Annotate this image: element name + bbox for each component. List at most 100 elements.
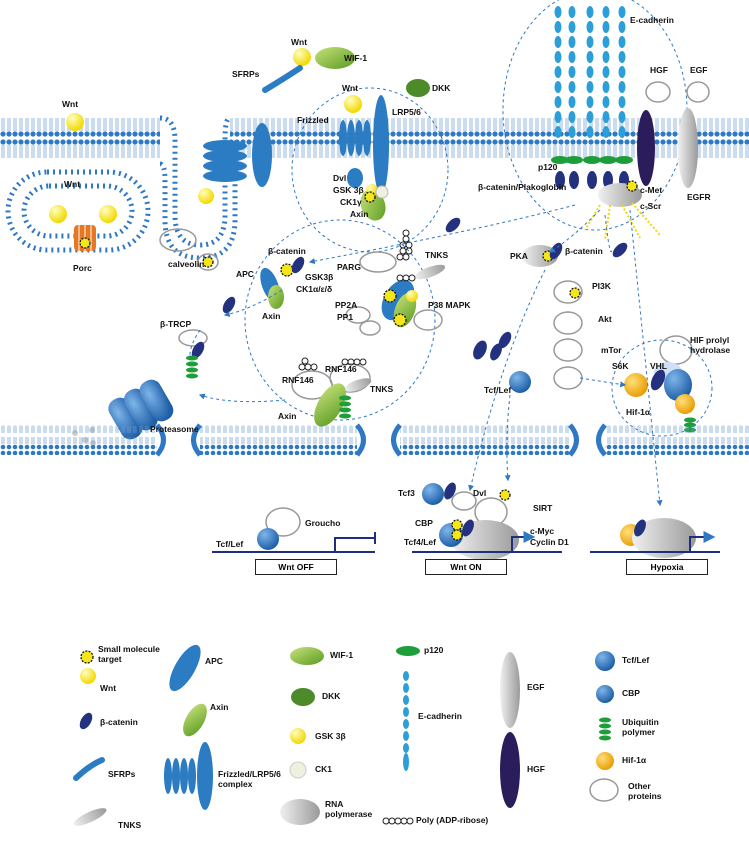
label-btrcp: β-TRCP bbox=[160, 319, 192, 329]
legend-ck1: CK1 bbox=[315, 764, 333, 774]
label-rnf146-a: RNF146 bbox=[282, 375, 314, 385]
label-axin-frz: Axin bbox=[350, 209, 369, 219]
hif1a-icon bbox=[596, 752, 614, 770]
label-mtor: mTor bbox=[601, 345, 622, 355]
label-wnt-vesicle: Wnt bbox=[64, 179, 81, 189]
porc-icon bbox=[74, 225, 96, 251]
e-cadherin-segment bbox=[568, 51, 576, 63]
e-cadherin-complex bbox=[551, 6, 633, 189]
label-hif-prolyl: HIF prolyl hydrolase bbox=[690, 335, 731, 355]
e-cadherin-segment bbox=[586, 21, 594, 33]
e-cadherin-segment bbox=[602, 36, 610, 48]
label-dvl-nuc: Dvl bbox=[473, 488, 487, 498]
legend-gsk3b: GSK 3β bbox=[315, 731, 346, 741]
e-cadherin-segment bbox=[602, 126, 610, 138]
p120-protein bbox=[551, 156, 569, 164]
nuclear-membrane bbox=[0, 423, 749, 457]
label-groucho: Groucho bbox=[305, 518, 341, 528]
e-cadherin-segment bbox=[568, 21, 576, 33]
caveolin-frizzled-complex bbox=[159, 123, 272, 271]
label-p38: P38 MAPK bbox=[428, 300, 471, 310]
sfrps-icon bbox=[262, 65, 303, 93]
e-cadherin-segment bbox=[568, 111, 576, 123]
label-cmyc: c-Myc bbox=[530, 526, 555, 536]
e-cadherin-segment bbox=[586, 111, 594, 123]
e-cadherin-segment bbox=[602, 6, 610, 18]
label-ck1aed: CK1α/ε/δ bbox=[296, 284, 333, 294]
label-cmet: c-Met bbox=[640, 185, 663, 195]
label-vhl: VHL bbox=[650, 361, 667, 371]
beta-catenin-protein bbox=[569, 171, 579, 189]
other-protein bbox=[159, 228, 197, 252]
legend-ubiquitin: Ubiquitin polymer bbox=[622, 717, 659, 737]
wnt-icon bbox=[99, 205, 117, 223]
e-cadherin-segment bbox=[602, 81, 610, 93]
hypoxia-box: Hypoxia bbox=[626, 559, 708, 575]
legend-tnks: TNKS bbox=[118, 820, 142, 830]
label-tcf4lef: Tcf4/Lef bbox=[404, 537, 436, 547]
label-s6k: S6K bbox=[612, 361, 629, 371]
e-cadherin-segment bbox=[618, 96, 626, 108]
e-cadherin-segment bbox=[568, 36, 576, 48]
axin-icon bbox=[183, 703, 207, 737]
e-cadherin-segment bbox=[568, 66, 576, 78]
e-cadherin-segment bbox=[602, 96, 610, 108]
legend-hif1a: Hif-1α bbox=[622, 755, 647, 765]
e-cadherin-segment bbox=[602, 51, 610, 63]
wnt-off-box: Wnt OFF bbox=[255, 559, 337, 575]
tnks-icon bbox=[73, 808, 107, 826]
label-axin-low: Axin bbox=[278, 411, 297, 421]
label-sfrps-top: SFRPs bbox=[232, 69, 260, 79]
e-cadherin-segment bbox=[568, 96, 576, 108]
label-akt: Akt bbox=[598, 314, 612, 324]
other-proteins-icon bbox=[589, 778, 619, 802]
label-ecadherin: E-cadherin bbox=[630, 15, 674, 25]
dkk-icon bbox=[291, 688, 315, 706]
e-cadherin-segment bbox=[568, 126, 576, 138]
e-cadherin-segment bbox=[554, 96, 562, 108]
label-wnt-frz: Wnt bbox=[342, 83, 359, 93]
egf-icon bbox=[500, 652, 520, 728]
frizzled-region bbox=[291, 87, 449, 253]
e-cadherin-segment bbox=[586, 96, 594, 108]
hif-complex bbox=[624, 335, 696, 433]
e-cadherin-segment bbox=[618, 81, 626, 93]
e-cadherin-segment bbox=[586, 126, 594, 138]
e-cadherin-segment bbox=[618, 66, 626, 78]
label-hgf: HGF bbox=[650, 65, 668, 75]
poly-adp-ribose-icon bbox=[382, 817, 414, 825]
legend-icons bbox=[73, 644, 619, 826]
label-gsk3b-dc: GSK3β bbox=[305, 272, 334, 282]
p120-protein bbox=[599, 156, 617, 164]
small-molecule-target-icon bbox=[202, 256, 214, 268]
e-cadherin-segment bbox=[618, 111, 626, 123]
poly-adp-ribose-chain bbox=[396, 229, 416, 282]
label-calveolin: calveolin bbox=[168, 259, 205, 269]
e-cadherin-segment bbox=[586, 6, 594, 18]
legend-small-molecule: Small molecule target bbox=[98, 644, 160, 664]
label-egfr: EGFR bbox=[687, 192, 711, 202]
extracellular-inhibitors bbox=[262, 47, 430, 97]
legend-beta-catenin: β-catenin bbox=[100, 717, 138, 727]
e-cadherin-segment bbox=[586, 36, 594, 48]
rnf146-tnks-complex bbox=[291, 357, 372, 427]
pathway-arrows bbox=[189, 204, 663, 507]
label-parg: PARG bbox=[337, 262, 361, 272]
e-cadherin-segment bbox=[618, 21, 626, 33]
e-cadherin-segment bbox=[618, 36, 626, 48]
legend-poly-adp-ribose: Poly (ADP-ribose) bbox=[416, 815, 489, 825]
cbp-icon bbox=[596, 685, 614, 703]
label-wnt-top: Wnt bbox=[291, 37, 308, 47]
label-wif1-top: WIF-1 bbox=[344, 53, 368, 63]
legend-wif1: WIF-1 bbox=[330, 650, 354, 660]
wif1-icon bbox=[290, 647, 324, 665]
ubiquitin-icon bbox=[599, 717, 611, 741]
e-cadherin-segment bbox=[618, 51, 626, 63]
e-cadherin-segment bbox=[618, 6, 626, 18]
label-bcatenin-dc: β-catenin bbox=[268, 246, 306, 256]
legend-e-cadherin: E-cadherin bbox=[418, 711, 462, 721]
wnt-icon bbox=[80, 668, 96, 684]
p120-protein bbox=[615, 156, 633, 164]
e-cadherin-segment bbox=[602, 111, 610, 123]
